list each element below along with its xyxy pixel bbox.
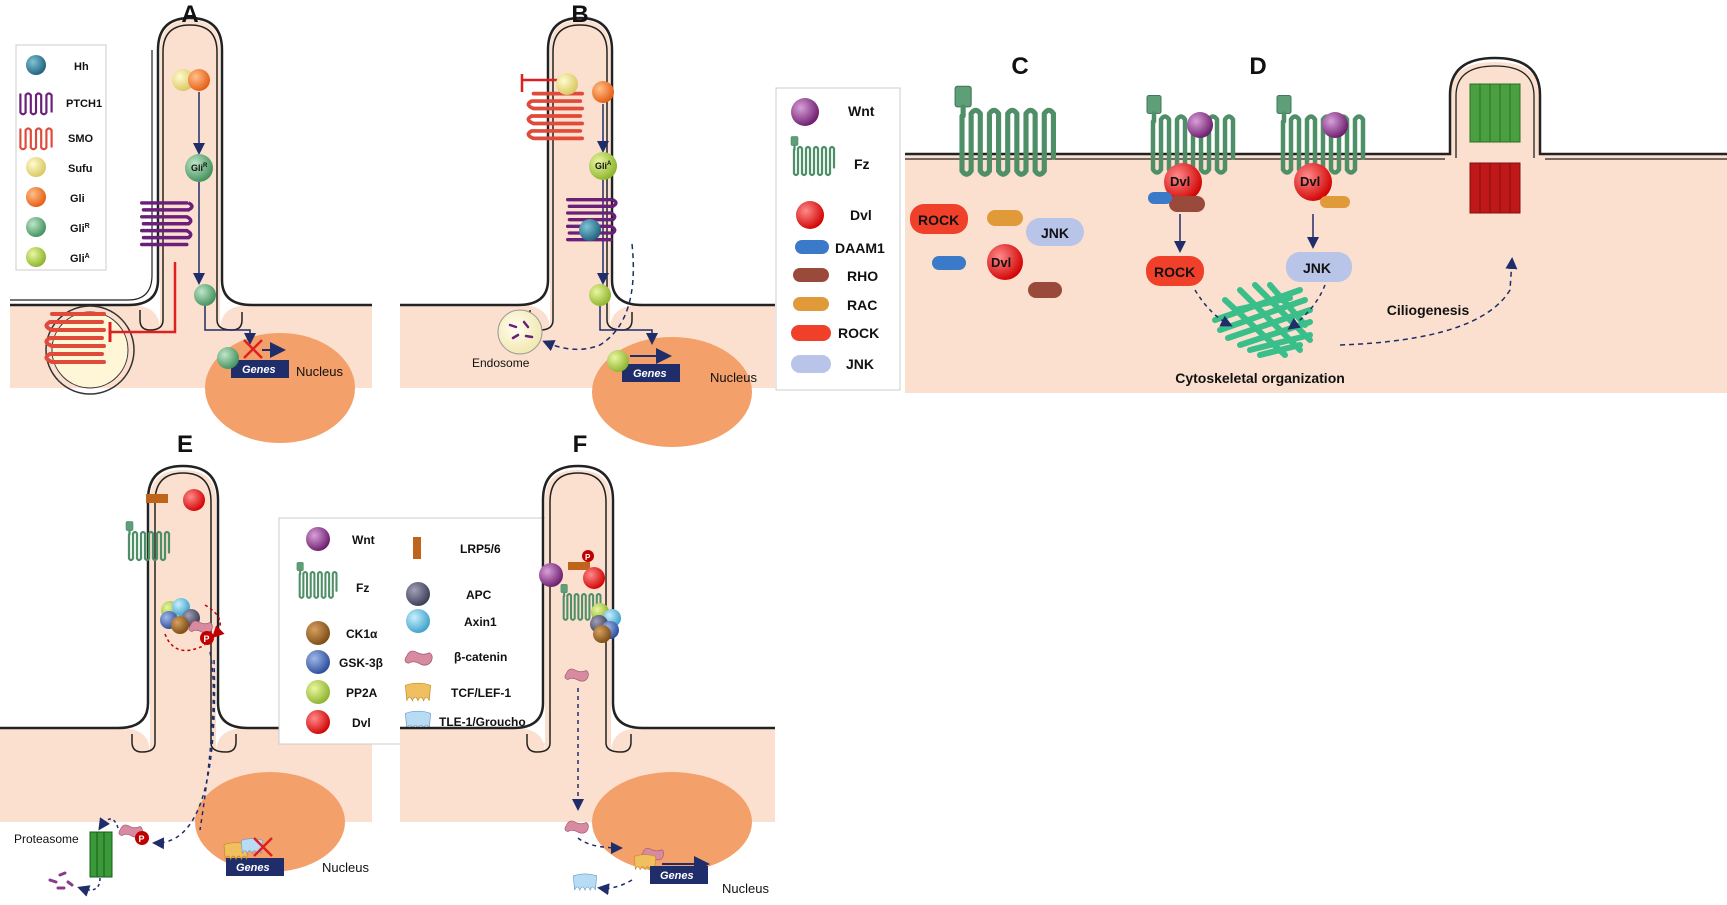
hh-icon	[26, 55, 46, 75]
rho-icon	[793, 268, 829, 282]
svg-text:GliA: GliA	[70, 253, 90, 265]
gli-repressor-icon	[185, 154, 213, 182]
svg-text:RHO: RHO	[847, 268, 878, 284]
endosome-label: Endosome	[472, 356, 530, 370]
svg-text:TCF/LEF-1: TCF/LEF-1	[451, 686, 511, 700]
legend-wnt-ef: Wnt Fz CK1α GSK-3β PP2A Dvl LRP5/6 APC A…	[278, 517, 557, 745]
svg-text:Wnt: Wnt	[848, 103, 875, 119]
panel-a: GliR Genes Nucleus A Hh PTCH1 SMO Sufu G…	[10, 1, 372, 443]
gli-a-icon	[26, 247, 46, 267]
svg-text:Hh: Hh	[74, 61, 89, 73]
panel-label-b: B	[571, 1, 588, 28]
svg-text:P: P	[139, 834, 145, 844]
svg-text:Fz: Fz	[854, 156, 870, 172]
rac-icon	[793, 297, 829, 311]
svg-text:Dvl: Dvl	[991, 255, 1011, 270]
svg-text:ROCK: ROCK	[918, 212, 959, 228]
svg-text:Dvl: Dvl	[1300, 174, 1320, 189]
svg-text:ROCK: ROCK	[1154, 264, 1195, 280]
daam1-icon	[795, 240, 829, 254]
sufu-icon	[26, 157, 46, 177]
panel-label-f: F	[573, 431, 588, 458]
legend-wnt-cd: Wnt Fz Dvl DAAM1 RHO RAC ROCK JNK	[775, 87, 901, 391]
svg-text:Fz: Fz	[356, 581, 369, 595]
svg-text:Genes: Genes	[660, 870, 694, 882]
panel-label-d: D	[1249, 53, 1266, 80]
svg-text:Dvl: Dvl	[352, 716, 371, 730]
gli-a-label: GliA	[595, 161, 612, 171]
svg-text:Genes: Genes	[633, 368, 667, 380]
svg-text:PTCH1: PTCH1	[66, 98, 102, 110]
gli-r-label: GliR	[191, 163, 208, 173]
svg-text:ROCK: ROCK	[838, 325, 879, 341]
svg-text:PP2A: PP2A	[346, 686, 378, 700]
svg-text:CK1α: CK1α	[346, 627, 378, 641]
svg-text:P: P	[585, 553, 591, 562]
cytoskeletal-label: Cytoskeletal organization	[1175, 370, 1345, 386]
svg-text:Dvl: Dvl	[1170, 174, 1190, 189]
svg-text:TLE-1/Groucho: TLE-1/Groucho	[439, 715, 526, 729]
svg-text:Genes: Genes	[236, 862, 270, 874]
svg-text:β-catenin: β-catenin	[454, 650, 507, 664]
panel-f: F P Genes Nucleus	[400, 431, 775, 896]
smo-icon	[19, 127, 53, 151]
gli-r-icon	[26, 217, 46, 237]
svg-text:JNK: JNK	[1041, 225, 1069, 241]
jnk-icon	[791, 355, 831, 373]
svg-text:Wnt: Wnt	[352, 533, 375, 547]
svg-text:LRP5/6: LRP5/6	[460, 542, 501, 556]
legend-hh: Hh PTCH1 SMO Sufu Gli GliR GliA	[15, 44, 107, 271]
svg-text:JNK: JNK	[1303, 260, 1331, 276]
panel-label-e: E	[177, 431, 193, 458]
svg-text:DAAM1: DAAM1	[835, 240, 885, 256]
svg-text:Axin1: Axin1	[464, 615, 497, 629]
svg-text:Gli: Gli	[70, 193, 85, 205]
svg-text:JNK: JNK	[846, 356, 874, 372]
gli-icon	[26, 187, 46, 207]
svg-text:SMO: SMO	[68, 133, 94, 145]
ptch1-icon	[19, 92, 53, 116]
panel-b: GliA Endosome Genes Nucleus B	[400, 1, 775, 447]
rock-icon	[791, 325, 831, 341]
svg-text:Sufu: Sufu	[68, 163, 92, 175]
wnt-icon	[791, 98, 819, 126]
panel-cd: C ROCK JNK Dvl D Dvl ROCK Dvl JNK	[905, 53, 1727, 393]
svg-text:Nucleus: Nucleus	[722, 881, 769, 896]
svg-text:GliR: GliR	[70, 223, 90, 235]
ciliogenesis-label: Ciliogenesis	[1387, 302, 1470, 318]
genes-label-a: Genes	[242, 364, 276, 376]
panel-label-c: C	[1011, 53, 1028, 80]
svg-text:Dvl: Dvl	[850, 207, 872, 223]
svg-text:Nucleus: Nucleus	[322, 860, 369, 875]
svg-text:P: P	[204, 634, 210, 644]
svg-text:Nucleus: Nucleus	[710, 370, 757, 385]
proteasome-label: Proteasome	[14, 832, 79, 846]
svg-text:RAC: RAC	[847, 297, 877, 313]
panel-label-a: A	[181, 1, 198, 28]
dvl-icon	[796, 201, 824, 229]
svg-text:GSK-3β: GSK-3β	[339, 656, 383, 670]
nucleus-label-a: Nucleus	[296, 364, 343, 379]
svg-text:APC: APC	[466, 588, 492, 602]
